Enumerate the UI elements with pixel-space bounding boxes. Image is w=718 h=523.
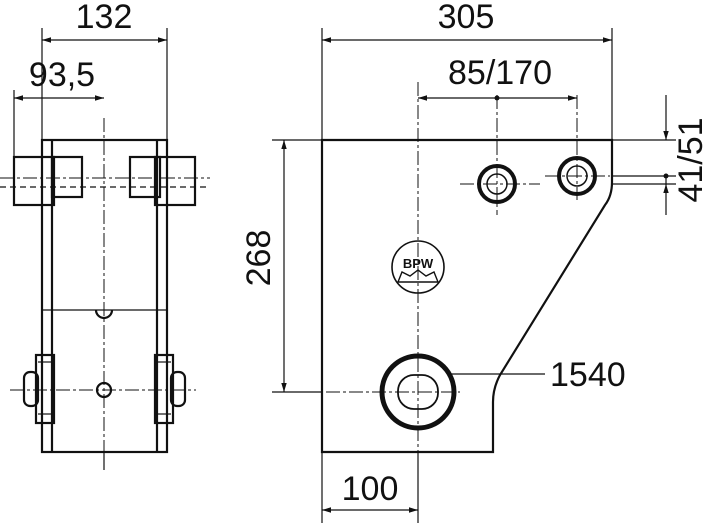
dimension-side-width: 132 [76, 0, 133, 36]
dimension-hole-spacing: 85/170 [448, 54, 552, 92]
side-view-right-flange [153, 155, 197, 207]
side-view-right-bushing [153, 353, 175, 425]
front-view-plate [320, 138, 614, 454]
dimension-hole-offset: 41/51 [672, 117, 710, 202]
dimension-side-half-width: 93,5 [29, 56, 95, 94]
part-number-label: 1540 [550, 356, 626, 394]
front-view: BPW 305 85/170 268 100 [240, 0, 710, 523]
logo-text: BPW [403, 256, 434, 271]
dimension-bottom-offset: 100 [342, 470, 399, 508]
side-view: 132 93,5 [0, 0, 210, 470]
side-view-left-bushing [34, 353, 56, 425]
dimension-front-height: 268 [240, 230, 278, 287]
side-view-left-flange [12, 155, 56, 207]
bpw-logo: BPW [391, 240, 445, 294]
dimension-front-width: 305 [438, 0, 495, 36]
